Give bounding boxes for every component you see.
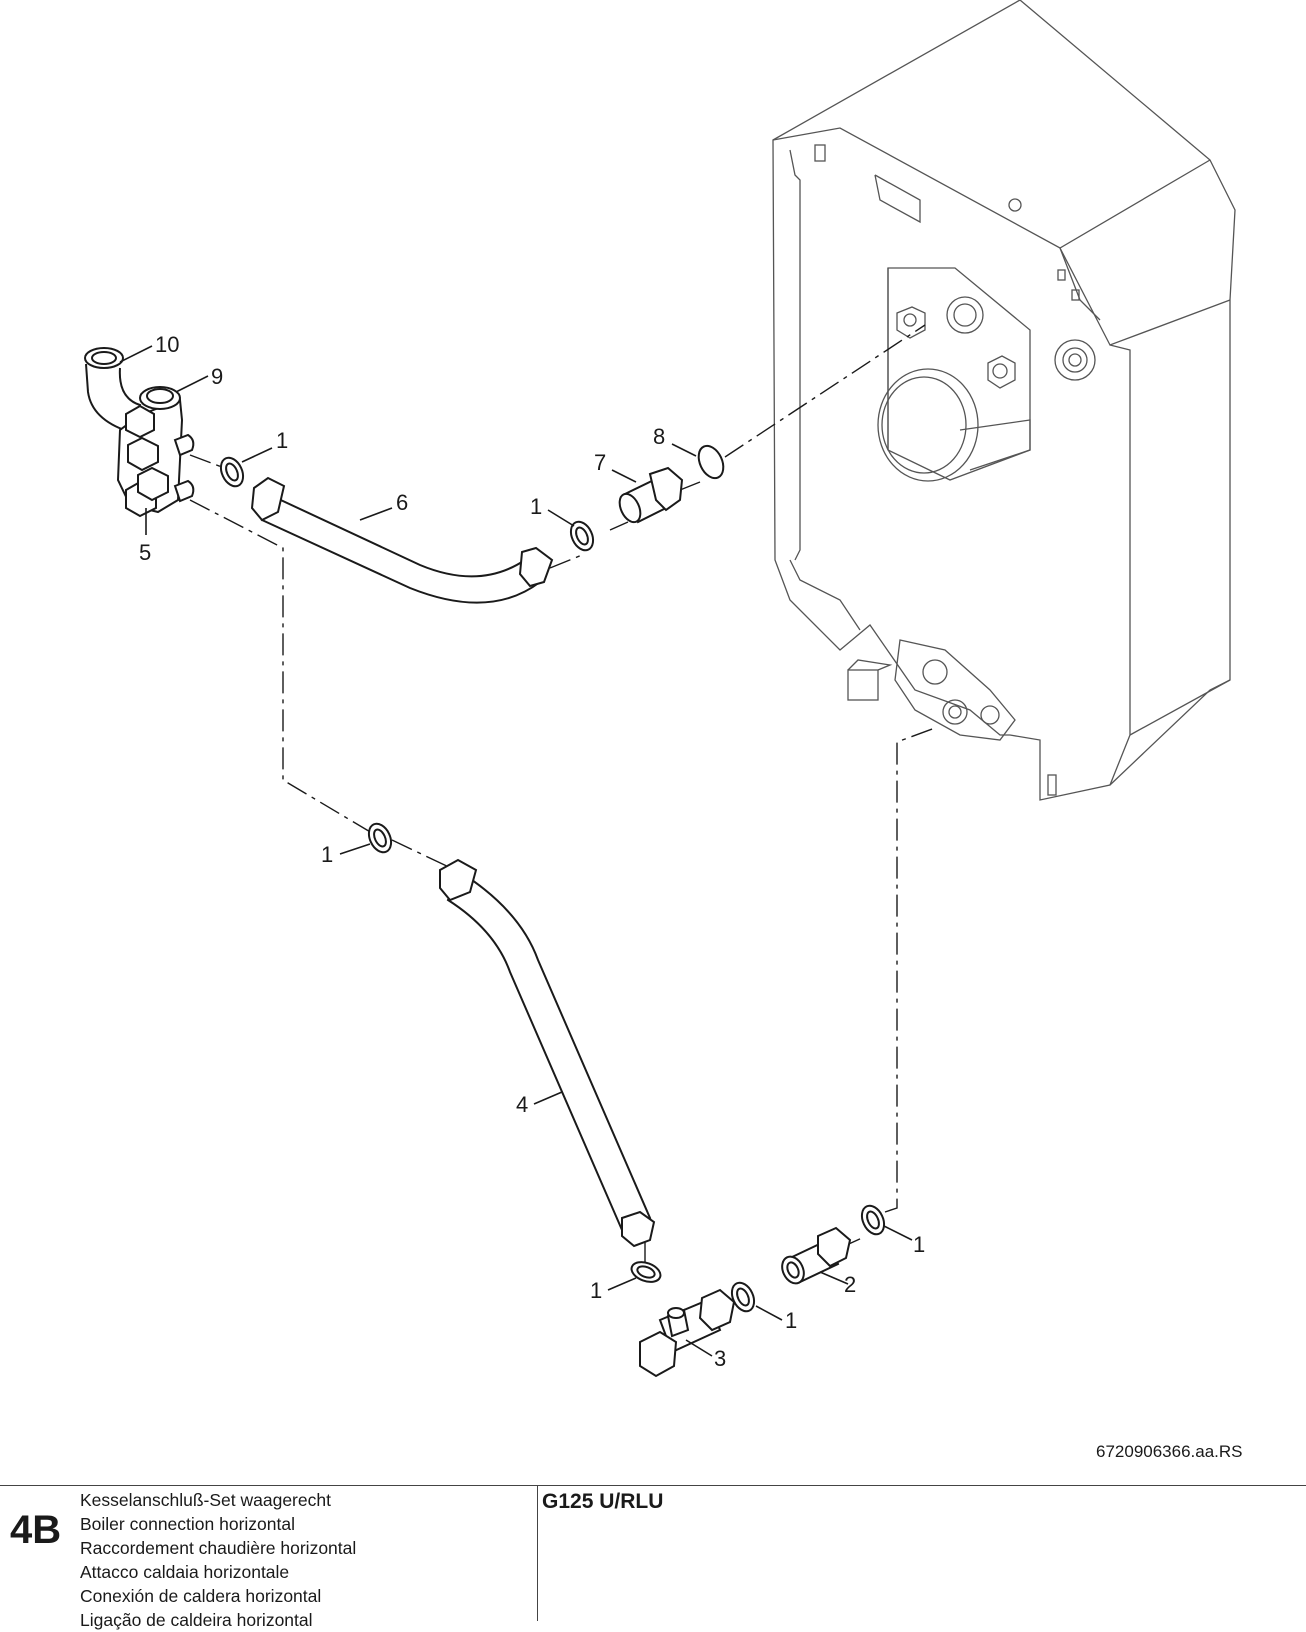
title-block-divider <box>537 1486 538 1621</box>
title-fr: Raccordement chaudière horizontal <box>80 1538 357 1558</box>
boiler-body <box>772 0 1236 801</box>
part-3-tee <box>639 1288 736 1378</box>
callout-9: 9 <box>211 364 223 389</box>
callout-5: 5 <box>139 540 151 565</box>
seal-1e <box>730 1281 756 1313</box>
callout-2: 2 <box>844 1272 856 1297</box>
title-block: 4B Kesselanschluß-Set waagerecht Boiler … <box>0 1485 1306 1630</box>
seal-1f <box>860 1204 886 1236</box>
title-de: Kesselanschluß-Set waagerecht <box>80 1490 331 1510</box>
assembly-centerlines <box>189 324 936 1301</box>
drawing-reference-number: 6720906366.aa.RS <box>1096 1442 1243 1461</box>
callout-7: 7 <box>594 450 606 475</box>
title-list: Kesselanschluß-Set waagerecht Boiler con… <box>80 1488 356 1632</box>
callout-1e: 1 <box>785 1308 797 1333</box>
part-2-adapter <box>781 1226 852 1285</box>
part-5-valve-block <box>116 386 195 518</box>
part-4-pipe <box>439 858 656 1248</box>
part-6-pipe <box>250 476 554 604</box>
seal-1b <box>569 520 595 552</box>
callouts: 10 9 1 6 5 8 7 1 1 4 1 1 2 1 3 <box>139 332 925 1371</box>
leader-lines <box>119 345 913 1357</box>
part-7-nipple <box>618 466 684 524</box>
callout-1f: 1 <box>913 1232 925 1257</box>
title-en: Boiler connection horizontal <box>80 1514 295 1534</box>
part-8-gasket <box>697 444 725 480</box>
callout-4: 4 <box>516 1092 528 1117</box>
callout-1b: 1 <box>530 494 542 519</box>
title-pt: Ligação de caldeira horizontal <box>80 1610 313 1630</box>
seal-1d <box>630 1261 662 1283</box>
callout-6: 6 <box>396 490 408 515</box>
callout-10: 10 <box>155 332 179 357</box>
title-es: Conexión de caldera horizontal <box>80 1586 322 1606</box>
seals-part-1 <box>219 456 886 1313</box>
seal-1a <box>219 456 245 488</box>
model-name: G125 U/RLU <box>542 1490 664 1513</box>
callout-1c: 1 <box>321 842 333 867</box>
callout-3: 3 <box>714 1346 726 1371</box>
exploded-parts-diagram: 10 9 1 6 5 8 7 1 1 4 1 1 2 1 3 <box>84 0 1236 1378</box>
callout-1d: 1 <box>590 1278 602 1303</box>
title-it: Attacco caldaia horizontale <box>80 1562 290 1582</box>
callout-1a: 1 <box>276 428 288 453</box>
seal-1c <box>367 822 393 854</box>
callout-8: 8 <box>653 424 665 449</box>
section-code: 4B <box>10 1508 62 1552</box>
